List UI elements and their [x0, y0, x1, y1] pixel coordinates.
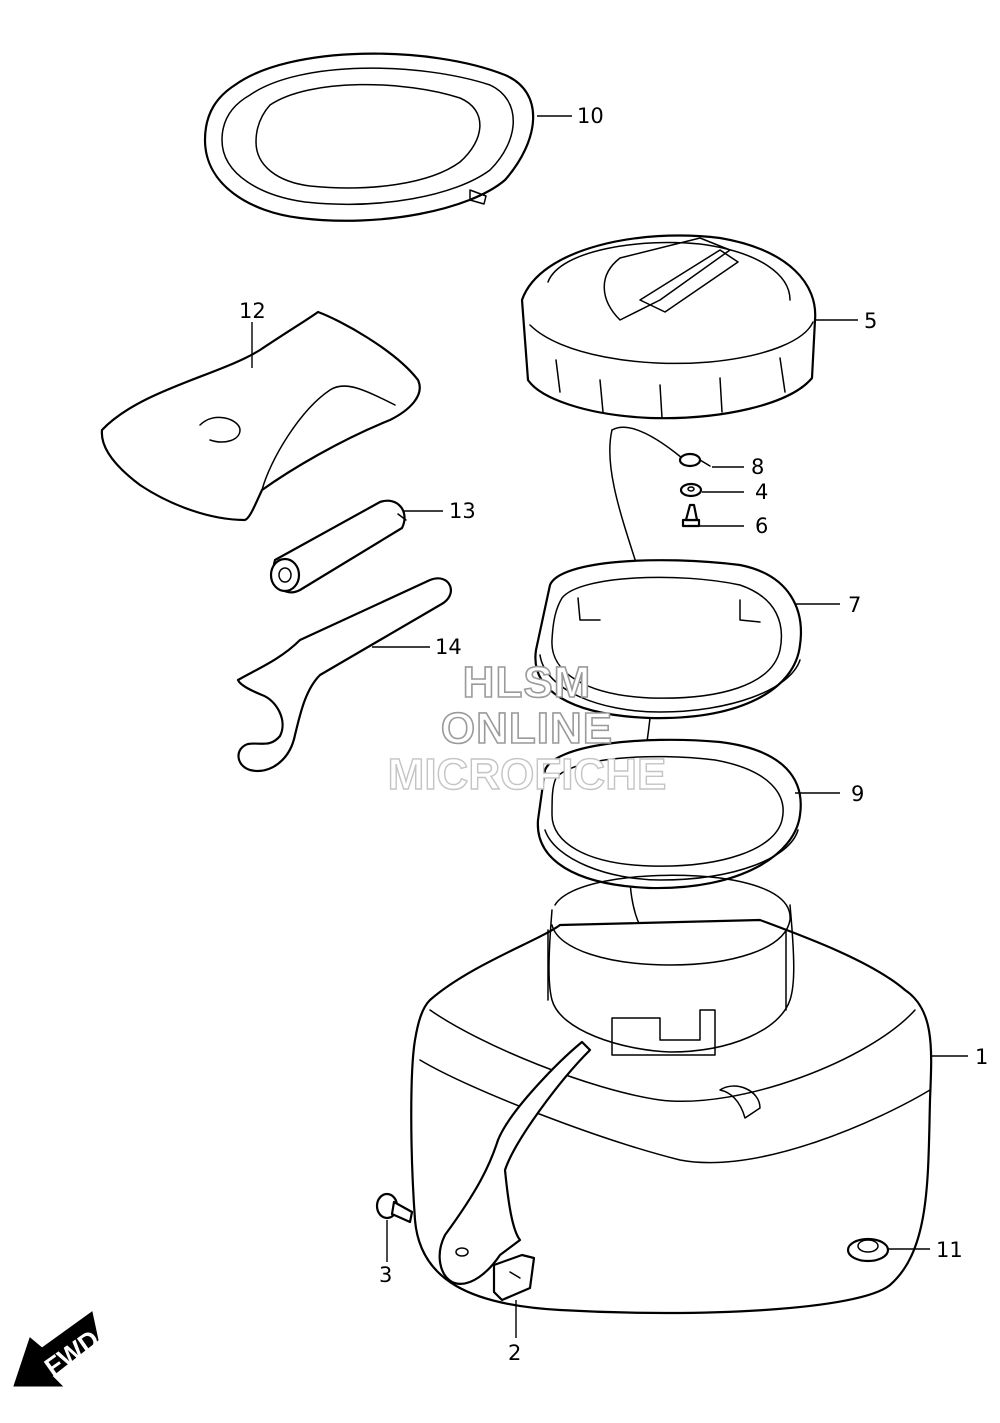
callout-8: 8	[751, 455, 764, 479]
callout-numbers: 10 12 5 8 4 6 13 7 14 9 1 11 3 2	[239, 104, 988, 1365]
callout-9: 9	[851, 782, 864, 806]
callout-3: 3	[379, 1263, 392, 1287]
part-12-tool-pouch	[100, 310, 421, 522]
bracket-hole	[455, 1247, 469, 1257]
callout-12: 12	[239, 299, 266, 323]
callout-10: 10	[577, 104, 604, 128]
part-10-gasket	[203, 52, 535, 222]
callout-5: 5	[864, 309, 877, 333]
leader-lines	[251, 115, 968, 1338]
part-9-seal-ring	[536, 738, 802, 890]
callout-14: 14	[435, 635, 462, 659]
fwd-direction-arrow: FWD	[13, 1311, 105, 1387]
part-11-grommet	[846, 1237, 890, 1263]
callout-4: 4	[755, 480, 768, 504]
part-7-neck-ring	[534, 559, 802, 720]
part-2-clip	[492, 1253, 536, 1302]
part-8-strap-clip	[611, 426, 711, 468]
part-3-screw	[375, 1192, 414, 1224]
callout-13: 13	[449, 499, 476, 523]
callout-11: 11	[936, 1238, 963, 1262]
callout-1: 1	[975, 1045, 988, 1069]
callout-7: 7	[848, 593, 861, 617]
part-14-spanner	[236, 577, 452, 773]
callout-6: 6	[755, 514, 768, 538]
part-5-cap	[520, 234, 817, 420]
callout-2: 2	[508, 1341, 521, 1365]
part-1-tank	[410, 874, 933, 1315]
part-13-cylinder	[269, 499, 407, 594]
tank-mounting-bracket	[438, 1040, 592, 1285]
part-6-screw	[681, 503, 701, 528]
part-4-washer	[679, 482, 703, 498]
